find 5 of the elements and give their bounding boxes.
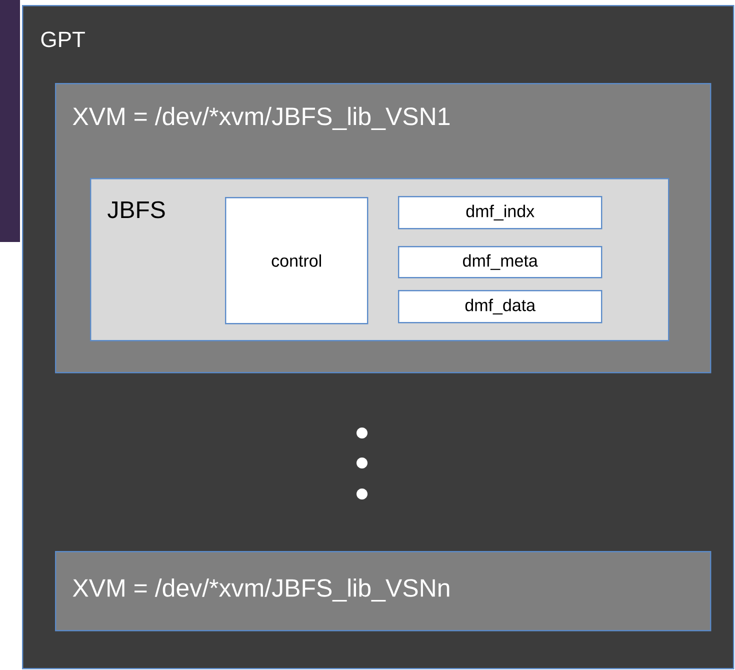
component-box: dmf_indx (398, 196, 602, 230)
component-box: control (225, 197, 368, 324)
volume-box: XVM = /dev/*xvm/JBFS_lib_VSNn (55, 551, 712, 632)
component-box: dmf_data (398, 290, 602, 324)
component-box: dmf_meta (398, 246, 602, 278)
